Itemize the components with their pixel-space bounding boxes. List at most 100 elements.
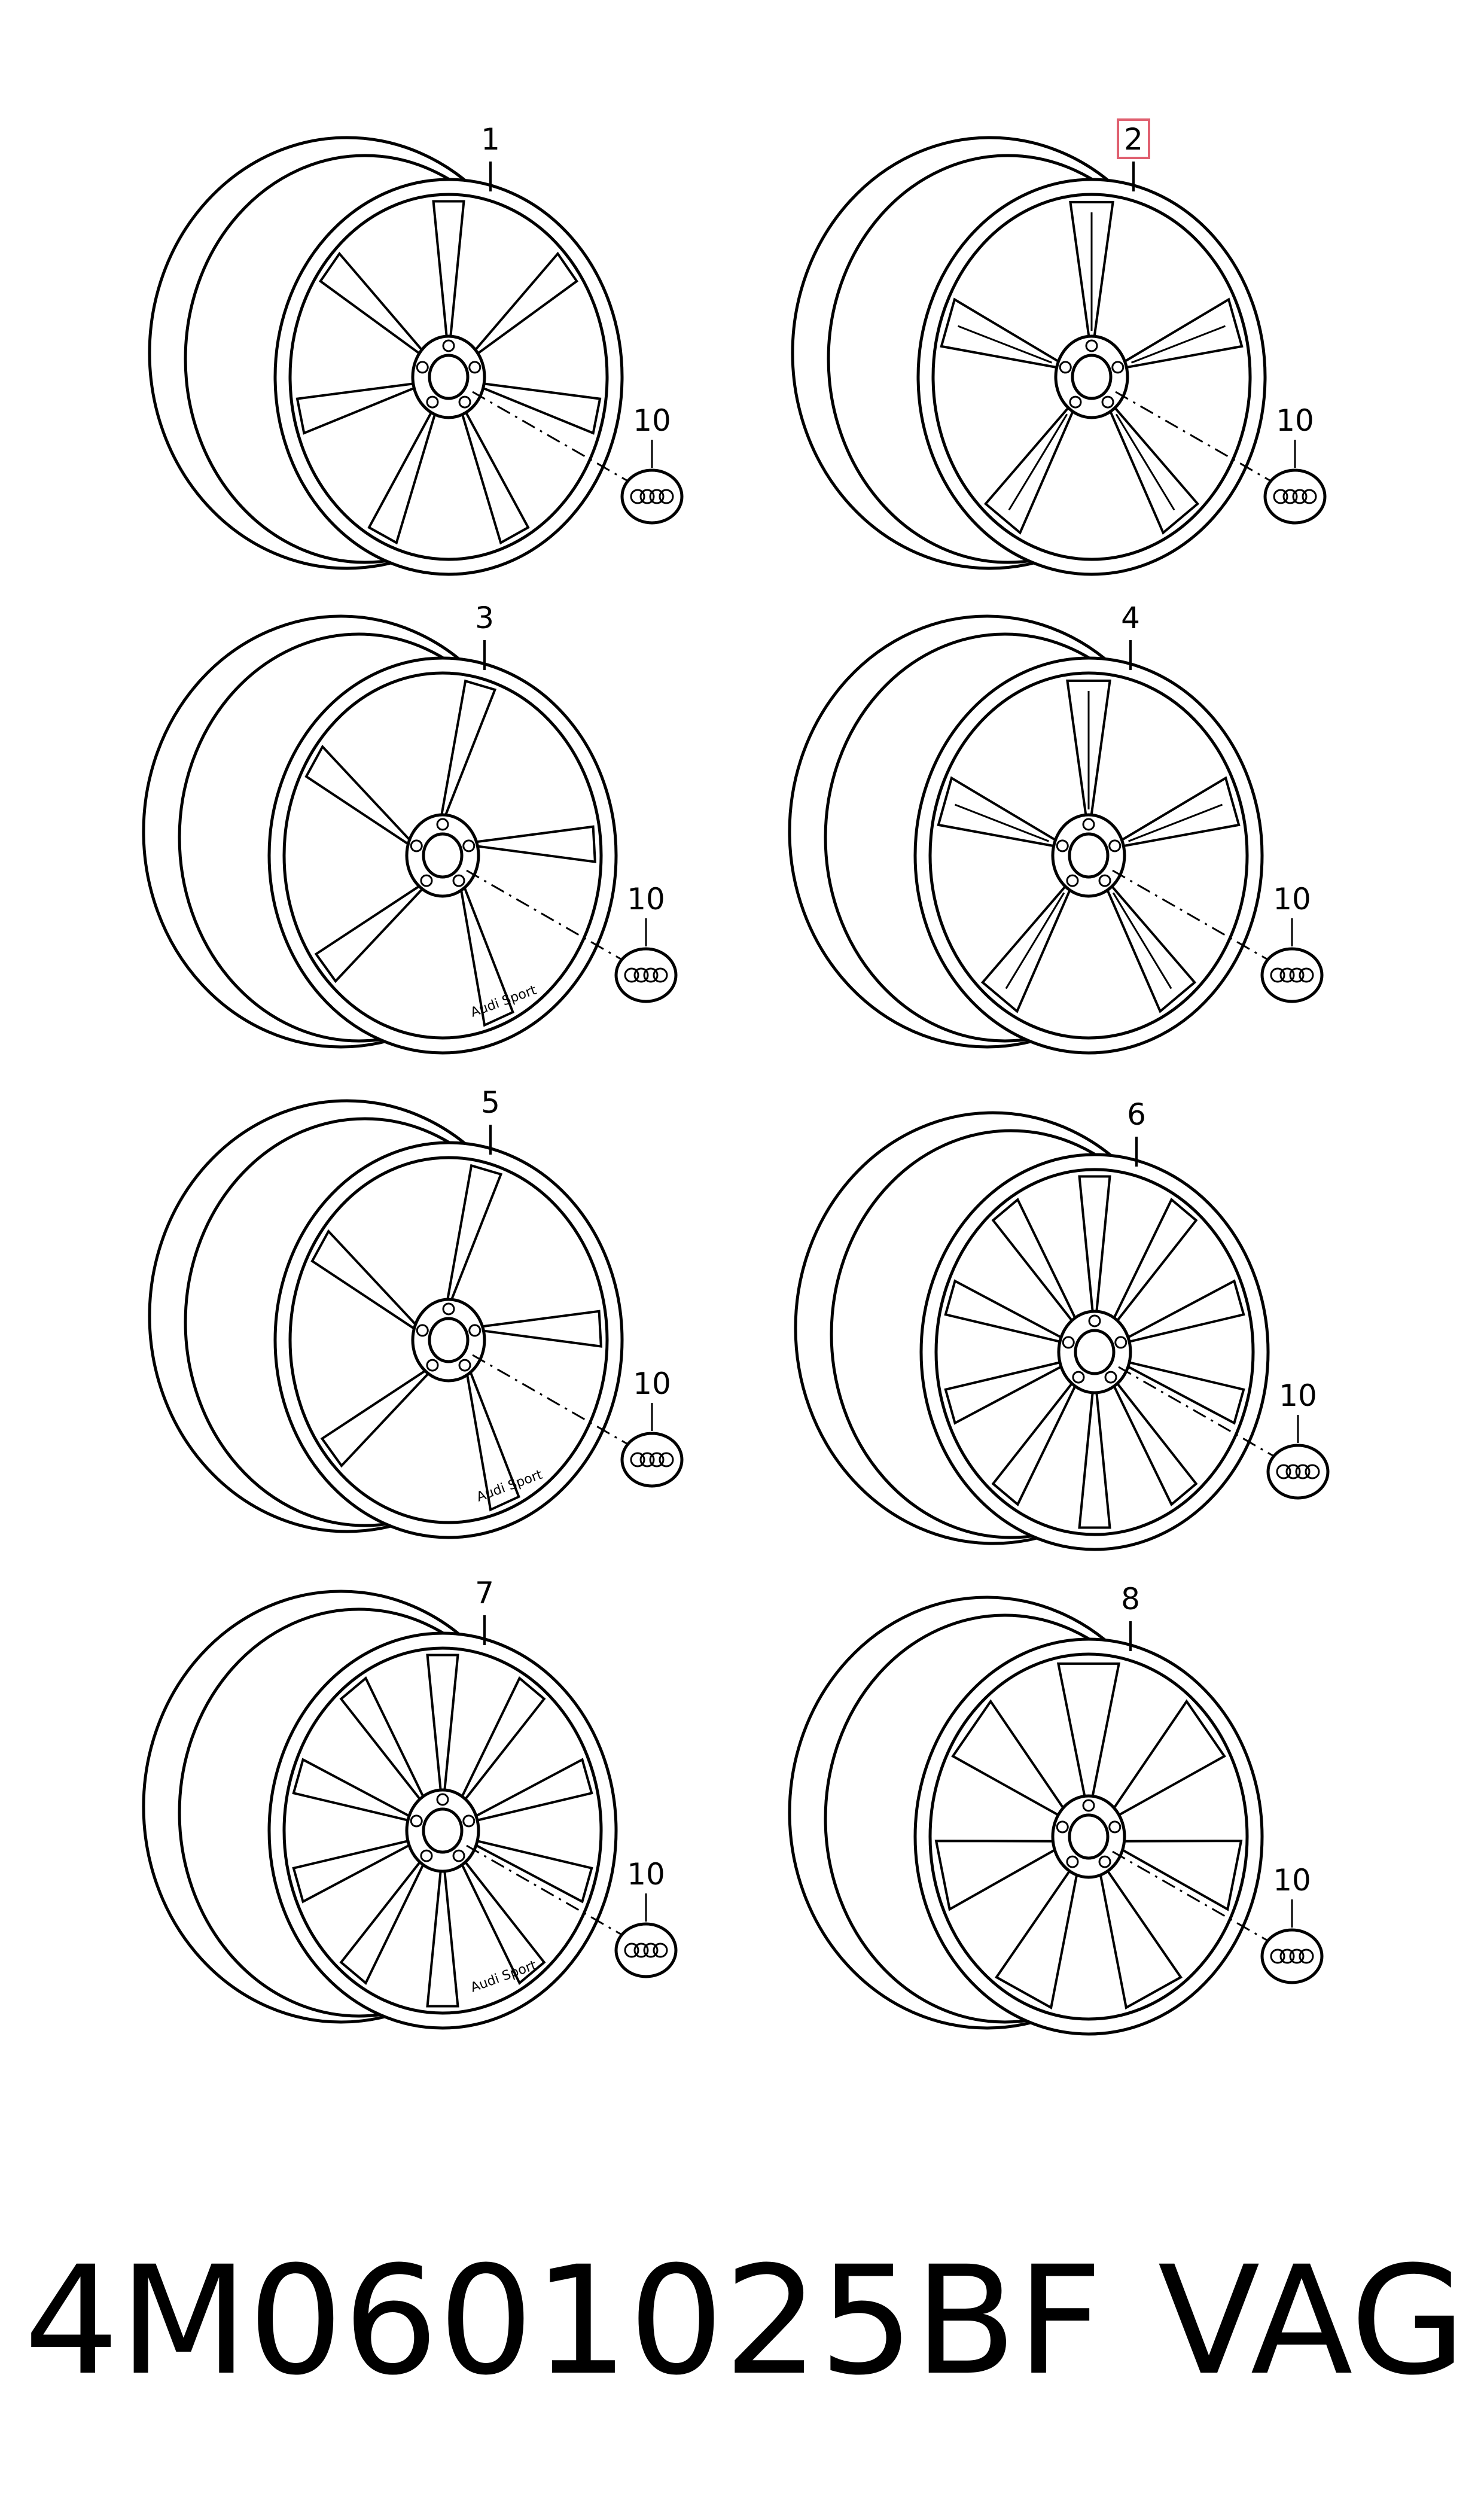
wheel-8: 8 10 [788, 1582, 1324, 2036]
lug-bolt [1082, 818, 1095, 831]
center-cap [1263, 468, 1327, 525]
cap-outer [1266, 1444, 1330, 1500]
lug-bolt [452, 874, 465, 887]
cap-label: 10 [1279, 1378, 1317, 1413]
lug-bolt [1108, 839, 1122, 852]
lug-bolt [1069, 395, 1082, 409]
rim-face-outer [916, 178, 1267, 576]
audi-ring [643, 1942, 659, 1958]
cap-label: 10 [1273, 882, 1311, 917]
lug-bolt [1114, 1336, 1128, 1349]
hub-bore [1068, 832, 1110, 879]
audi-ring [1299, 1948, 1314, 1964]
audi-ring [659, 1452, 674, 1467]
rim-face-outer [267, 656, 618, 1055]
spokes [937, 679, 1241, 1013]
hub-bore [428, 354, 470, 400]
lug-bolt [436, 1793, 449, 1806]
brand-name: VAG [1157, 2234, 1466, 2408]
center-cap [1260, 1928, 1324, 1984]
rim-face-inner [928, 1652, 1249, 2021]
rim-face-outer [267, 1631, 618, 2030]
audi-ring [1273, 489, 1288, 504]
spokes [292, 1654, 593, 2008]
audi-ring [1302, 489, 1317, 504]
cap-outer [1263, 468, 1327, 525]
center-cap [620, 1432, 684, 1488]
spokes [304, 679, 596, 1027]
cap-axis [1112, 869, 1275, 964]
audi-ring [639, 1452, 655, 1467]
cap-label: 10 [633, 403, 671, 438]
rim-face-outer [273, 178, 624, 576]
audi-ring [1305, 1464, 1320, 1479]
audi-ring [1295, 1464, 1311, 1479]
audi-ring [1289, 1948, 1305, 1964]
spoke-groove [1115, 413, 1175, 511]
wheel-1: 1 10 [148, 122, 684, 576]
wheel-label: 1 [481, 122, 500, 157]
cap-axis [466, 1844, 629, 1940]
lug-bolt [410, 839, 423, 852]
lug-bolt [1059, 361, 1072, 374]
spoke-groove [1128, 803, 1223, 842]
rim-face-inner [288, 1156, 609, 1524]
wheel-2: 210 [791, 118, 1327, 576]
footer: 4M0601025BF VAG [0, 2231, 1484, 2411]
cap-axis [1115, 391, 1278, 486]
wheel-label: 3 [475, 601, 494, 635]
cap-label: 10 [1276, 403, 1314, 438]
hub-bore [1068, 1813, 1110, 1860]
audi-ring [639, 489, 655, 504]
lug-bolt [420, 1849, 433, 1862]
cap-label: 10 [627, 882, 665, 917]
lug-bolt [468, 1324, 482, 1337]
audi-ring [630, 1452, 645, 1467]
center-cap [614, 1922, 678, 1978]
cap-label: 10 [1273, 1863, 1311, 1898]
lug-bolt [416, 361, 429, 374]
spoke-groove [1131, 325, 1226, 364]
lug-bolt [1085, 339, 1098, 352]
lug-bolt [1098, 874, 1111, 887]
rim-face-outer [919, 1153, 1270, 1551]
audi-ring [1279, 967, 1295, 983]
lug-bolt [1056, 839, 1069, 852]
lug-bolt [1082, 1799, 1095, 1812]
audi-ring [1270, 1948, 1285, 1964]
lug-bolt [426, 1359, 439, 1372]
lug-bolt [442, 339, 455, 352]
rim-face-inner [288, 193, 609, 561]
wheel-label: 8 [1121, 1582, 1140, 1616]
audi-ring [1270, 967, 1285, 983]
center-cap [620, 468, 684, 525]
lug-bolt [426, 395, 439, 409]
cap-axis [472, 391, 635, 486]
lug-bolt [442, 1302, 455, 1316]
rim-face-inner [928, 671, 1249, 1040]
audi-ring [643, 967, 659, 983]
lug-bolt [1104, 1371, 1117, 1384]
spoke-groove [1112, 892, 1172, 989]
lug-bolt [458, 395, 471, 409]
audi-ring [1282, 489, 1298, 504]
wheel-6: 610 [794, 1097, 1330, 1551]
cap-axis [472, 1354, 635, 1449]
audi-ring [624, 1942, 639, 1958]
audi-ring [649, 489, 665, 504]
center-cap [1260, 947, 1324, 1003]
spoke-groove [954, 803, 1049, 842]
cap-label: 10 [633, 1366, 671, 1401]
wheel-label: 4 [1121, 601, 1140, 635]
lug-bolt [452, 1849, 465, 1862]
lug-bolt [416, 1324, 429, 1337]
spoke-groove [1008, 413, 1068, 511]
highlight-box [1117, 118, 1150, 159]
audi-ring [1279, 1948, 1295, 1964]
audi-ring [1285, 1464, 1301, 1479]
cap-axis [1118, 1366, 1281, 1461]
